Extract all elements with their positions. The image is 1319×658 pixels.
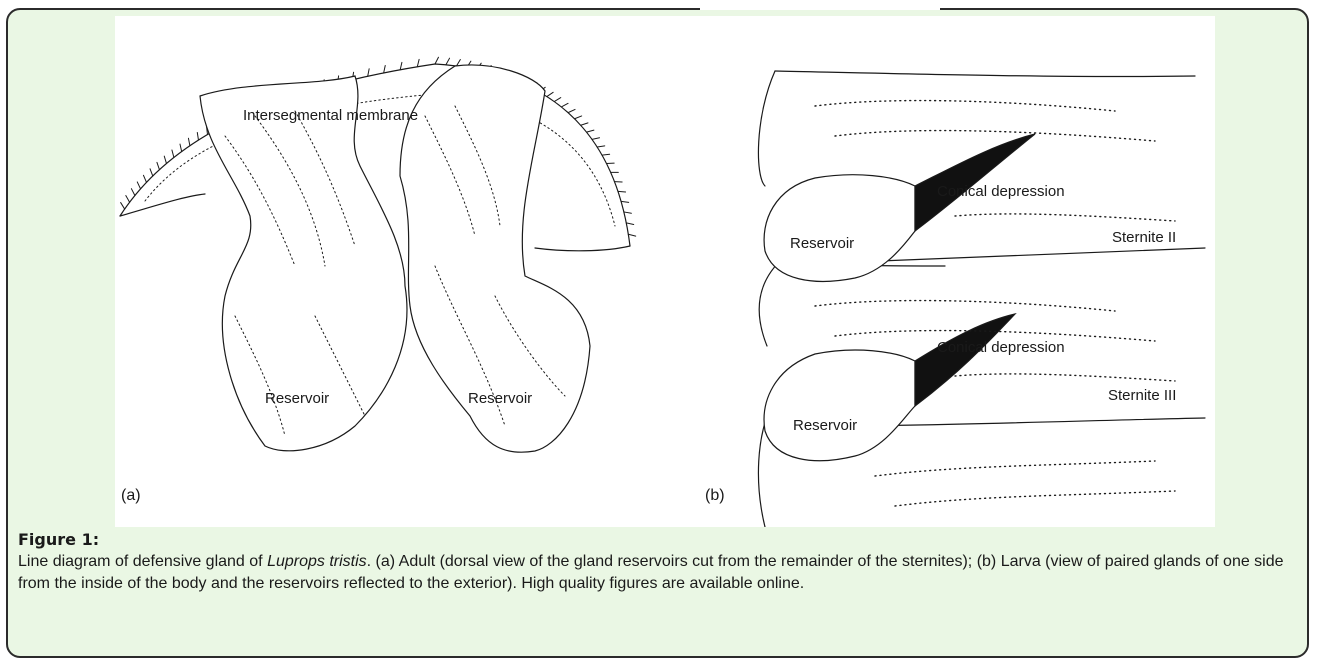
membrane-hair: [575, 116, 582, 119]
membrane-hair: [400, 62, 402, 69]
label-left-reservoir: Reservoir: [265, 390, 329, 407]
membrane-hair: [121, 203, 125, 209]
membrane-hair: [621, 201, 629, 202]
membrane-hair: [561, 103, 568, 107]
membrane-hair: [587, 130, 594, 132]
membrane-hair: [624, 212, 632, 213]
frame-gap: [700, 0, 940, 10]
membrane-hair: [137, 182, 140, 189]
caption-text-1: Line diagram of defensive gland of: [18, 553, 267, 570]
membrane-hair: [143, 175, 146, 182]
membrane-hair: [164, 156, 166, 163]
membrane-hair: [188, 138, 189, 145]
label-lower-conical-depression: Conical depression: [937, 339, 1065, 356]
label-upper-conical-depression: Conical depression: [937, 183, 1065, 200]
caption-body: Line diagram of defensive gland of Lupro…: [18, 551, 1298, 595]
gland-line-diagram: Intersegmental membrane Reservoir Reserv…: [115, 16, 1215, 527]
panel-a-label: (a): [121, 487, 141, 504]
membrane-hair: [435, 57, 438, 64]
membrane-hair: [126, 196, 130, 203]
membrane-hair: [618, 191, 626, 192]
caption-title: Figure 1:: [18, 530, 1298, 549]
body-edge-middle: [759, 261, 780, 346]
membrane-hair: [547, 92, 553, 96]
membrane-hair: [172, 150, 174, 157]
figure-plate: Intersegmental membrane Reservoir Reserv…: [115, 16, 1215, 527]
membrane-hair: [554, 98, 561, 102]
membrane-hair: [180, 144, 182, 151]
membrane-hair: [626, 223, 633, 225]
membrane-hair: [368, 69, 369, 76]
membrane-hair: [417, 59, 419, 66]
label-sternite-3: Sternite III: [1108, 387, 1176, 404]
membrane-hair: [597, 146, 605, 147]
label-lower-reservoir: Reservoir: [793, 417, 857, 434]
lower-reservoir-b: [764, 350, 915, 461]
membrane-hair: [384, 65, 386, 72]
panel-b-label: (b): [705, 487, 725, 504]
label-right-reservoir: Reservoir: [468, 390, 532, 407]
membrane-hair: [602, 154, 610, 155]
membrane-right-end: [535, 246, 630, 251]
membrane-hair: [628, 234, 635, 236]
membrane-hair: [592, 138, 599, 140]
membrane-hair: [446, 58, 450, 65]
lower-depression-mark: [915, 314, 1015, 406]
membrane-hair: [568, 109, 575, 112]
sternite-3-line: [860, 418, 1205, 426]
label-intersegmental-membrane: Intersegmental membrane: [243, 107, 418, 124]
label-sternite-2: Sternite II: [1112, 229, 1176, 246]
membrane-hair: [150, 169, 153, 176]
segment-line-top: [775, 71, 1195, 77]
label-upper-reservoir: Reservoir: [790, 235, 854, 252]
membrane-hair: [581, 123, 588, 125]
membrane-hair: [131, 189, 135, 196]
figure-caption: Figure 1: Line diagram of defensive glan…: [18, 530, 1298, 595]
membrane-hair: [197, 133, 198, 141]
caption-species: Luprops tristis: [267, 553, 367, 570]
membrane-hair: [157, 162, 159, 169]
sternite-2-line: [880, 248, 1205, 261]
body-edge-upper: [758, 71, 775, 186]
